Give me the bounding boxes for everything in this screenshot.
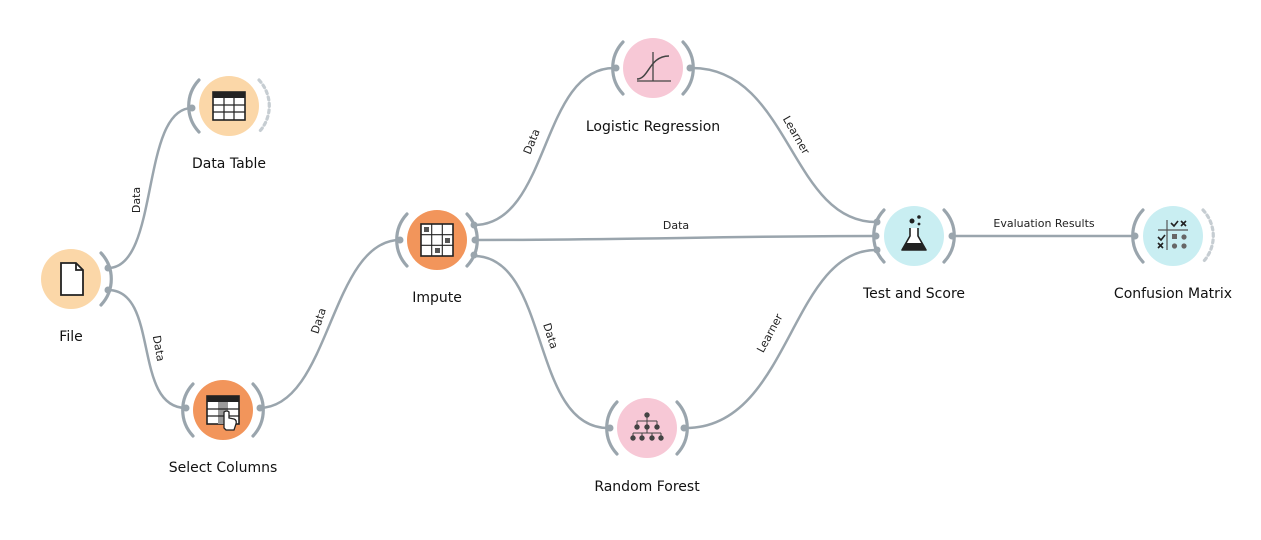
link-impute-to-logistic-regression[interactable] [473,66,615,227]
node-random-forest[interactable]: Random Forest [594,398,700,495]
link-label-impute-to-test-and-score: Data [663,219,689,232]
check-cross-matrix-icon [1157,220,1188,250]
node-impute[interactable]: Impute [395,210,479,306]
link-select-columns-to-impute[interactable] [258,238,401,410]
link-label-impute-to-random-forest: Data [540,321,560,350]
link-label-test-and-score-to-confusion-matrix: Evaluation Results [993,217,1095,230]
node-label: Random Forest [594,479,700,495]
link-impute-to-random-forest[interactable] [473,254,609,430]
output-bracket-empty [1201,208,1215,264]
tree-hierarchy-icon [630,412,664,441]
input-anchor[interactable] [188,104,196,112]
link-label-logistic-regression-to-test-and-score: Learner [780,114,813,157]
flask-icon [901,215,927,251]
output-anchor[interactable] [104,264,112,272]
input-bracket[interactable] [187,78,201,134]
node-confusion-matrix[interactable]: Confusion Matrix [1114,206,1232,302]
input-anchor[interactable] [872,232,880,240]
document-icon [60,262,84,296]
node-test-and-score[interactable]: Test and Score [862,206,965,302]
output-anchor[interactable] [470,251,478,259]
output-anchor[interactable] [471,236,479,244]
impute-grid-icon [420,223,454,257]
node-file[interactable]: File [41,249,113,345]
output-bracket-empty [257,78,271,134]
node-label: File [59,329,82,345]
output-anchor[interactable] [686,64,694,72]
table-icon [212,91,246,121]
input-anchor[interactable] [612,64,620,72]
link-label-random-forest-to-test-and-score: Learner [754,311,785,355]
output-anchor[interactable] [470,221,478,229]
link-file-to-select-columns[interactable] [107,288,187,410]
output-anchor[interactable] [948,232,956,240]
input-anchor[interactable] [606,424,614,432]
node-label: Select Columns [169,460,278,476]
link-random-forest-to-test-and-score[interactable] [685,248,877,430]
sigmoid-curve-icon [636,52,671,82]
link-label-file-to-data-table: Data [130,187,143,213]
node-select-columns[interactable]: Select Columns [169,380,278,476]
node-label: Logistic Regression [586,119,720,135]
output-bracket[interactable] [251,382,265,438]
node-label: Impute [412,290,462,306]
link-label-file-to-select-columns: Data [150,334,167,362]
node-label: Confusion Matrix [1114,286,1232,302]
input-anchor[interactable] [873,218,881,226]
output-anchor[interactable] [680,424,688,432]
output-anchor[interactable] [256,404,264,412]
input-bracket[interactable] [181,382,195,438]
link-file-to-data-table[interactable] [107,106,193,270]
link-label-impute-to-logistic-regression: Data [521,127,543,156]
node-label: Data Table [192,156,266,172]
node-label: Test and Score [862,286,965,302]
select-columns-icon [206,395,240,431]
link-logistic-regression-to-test-and-score[interactable] [691,66,877,224]
links-layer [107,66,1136,430]
output-bracket[interactable] [99,251,113,307]
input-anchor[interactable] [873,246,881,254]
node-logistic-regression[interactable]: Logistic Regression [586,38,720,135]
node-data-table[interactable]: Data Table [187,76,271,172]
input-anchor[interactable] [1131,232,1139,240]
input-anchor[interactable] [182,404,190,412]
output-anchor[interactable] [104,286,112,294]
link-impute-to-test-and-score[interactable] [473,234,877,242]
input-anchor[interactable] [396,236,404,244]
